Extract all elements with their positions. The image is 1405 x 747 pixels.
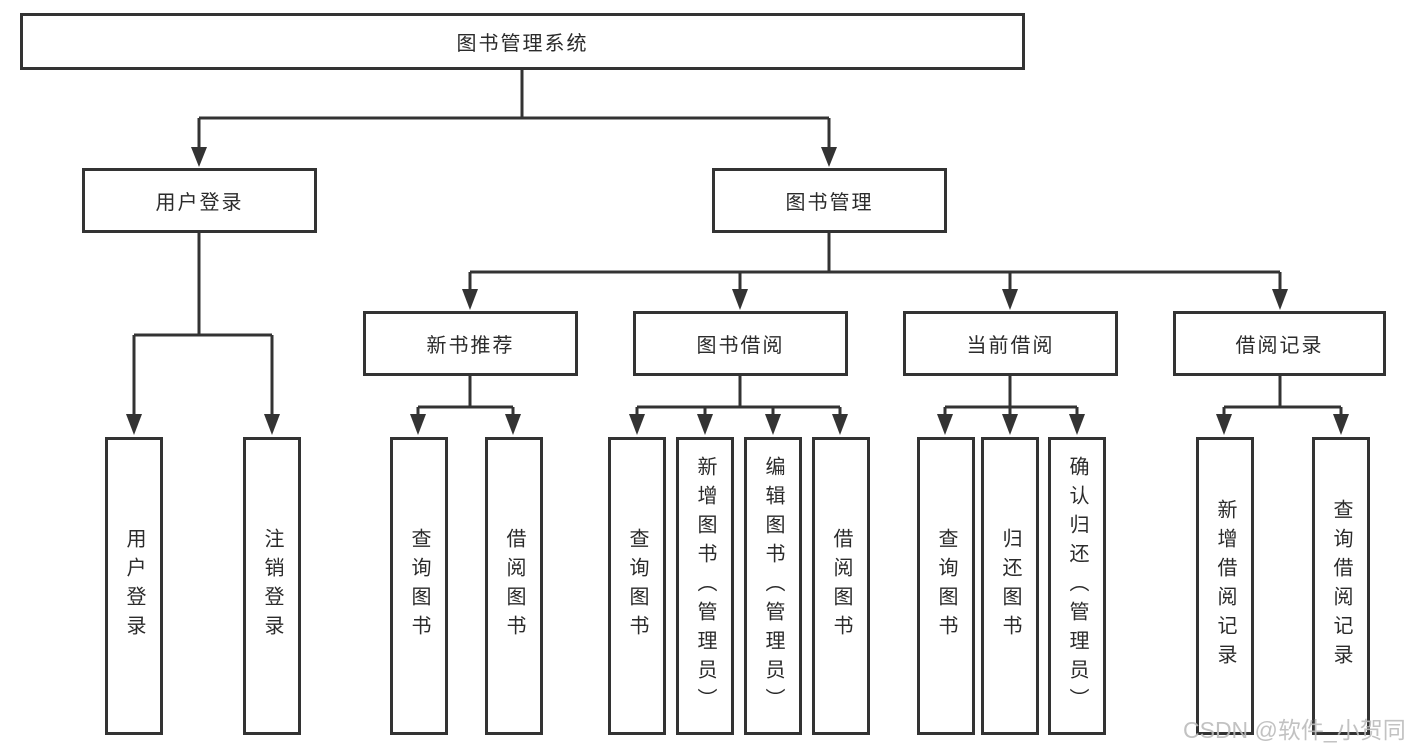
csdn-watermark: CSDN @软件_小贺同学: [1183, 717, 1405, 743]
connector-new-book-recommend-children: [410, 374, 521, 435]
node-label: 查询图书: [626, 528, 648, 644]
node-label: 用户登录: [123, 528, 145, 644]
node-label: 图书借阅: [696, 335, 785, 357]
node-label: 查询图书: [408, 528, 430, 644]
node-label: 归还图书: [999, 528, 1021, 644]
connector-book-management-children: [462, 232, 1288, 310]
node-new-book-recommend: 新书推荐: [363, 311, 578, 376]
node-label: 借阅图书: [830, 528, 852, 644]
node-leaf-logout: 注销登录: [243, 437, 301, 735]
node-label: 图书管理系统: [456, 33, 589, 55]
connector-borrowing-records-children: [1216, 374, 1349, 435]
node-leaf-current-query-books: 查询图书: [917, 437, 975, 735]
node-leaf-current-confirm-return-admin: 确认归还（管理员）: [1048, 437, 1106, 735]
node-book-borrowing: 图书借阅: [633, 311, 848, 376]
node-leaf-user-login: 用户登录: [105, 437, 163, 735]
node-leaf-recommend-borrow-books: 借阅图书: [485, 437, 543, 735]
node-label: 当前借阅: [966, 335, 1055, 357]
connector-user-login-children: [126, 232, 280, 435]
node-label: 借阅图书: [503, 528, 525, 644]
connector-root-to-level2: [191, 67, 837, 167]
node-leaf-record-query-borrow-record: 查询借阅记录: [1312, 437, 1370, 735]
node-leaf-borrowing-edit-books-admin: 编辑图书（管理员）: [744, 437, 802, 735]
node-label: 新增图书（管理员）: [694, 455, 716, 717]
node-user-login-module: 用户登录: [82, 168, 317, 233]
node-label: 注销登录: [261, 528, 283, 644]
node-label: 新增借阅记录: [1214, 499, 1236, 673]
node-leaf-borrowing-add-books-admin: 新增图书（管理员）: [676, 437, 734, 735]
node-current-borrowing: 当前借阅: [903, 311, 1118, 376]
node-leaf-record-add-borrow-record: 新增借阅记录: [1196, 437, 1254, 735]
node-leaf-borrowing-borrow-books: 借阅图书: [812, 437, 870, 735]
node-label: 新书推荐: [426, 335, 515, 357]
node-label: 编辑图书（管理员）: [762, 455, 784, 717]
node-leaf-current-return-books: 归还图书: [981, 437, 1039, 735]
node-label: 确认归还（管理员）: [1066, 455, 1088, 717]
connector-book-borrowing-children: [629, 374, 848, 435]
node-label: 图书管理: [785, 192, 874, 214]
node-label: 查询借阅记录: [1330, 499, 1352, 673]
node-library-management-system: 图书管理系统: [20, 13, 1025, 70]
node-label: 借阅记录: [1235, 335, 1324, 357]
node-leaf-recommend-query-books: 查询图书: [390, 437, 448, 735]
node-leaf-borrowing-query-books: 查询图书: [608, 437, 666, 735]
node-label: 查询图书: [935, 528, 957, 644]
node-borrowing-records: 借阅记录: [1173, 311, 1386, 376]
node-label: 用户登录: [155, 192, 244, 214]
node-book-management-module: 图书管理: [712, 168, 947, 233]
connector-current-borrowing-children: [937, 374, 1085, 435]
